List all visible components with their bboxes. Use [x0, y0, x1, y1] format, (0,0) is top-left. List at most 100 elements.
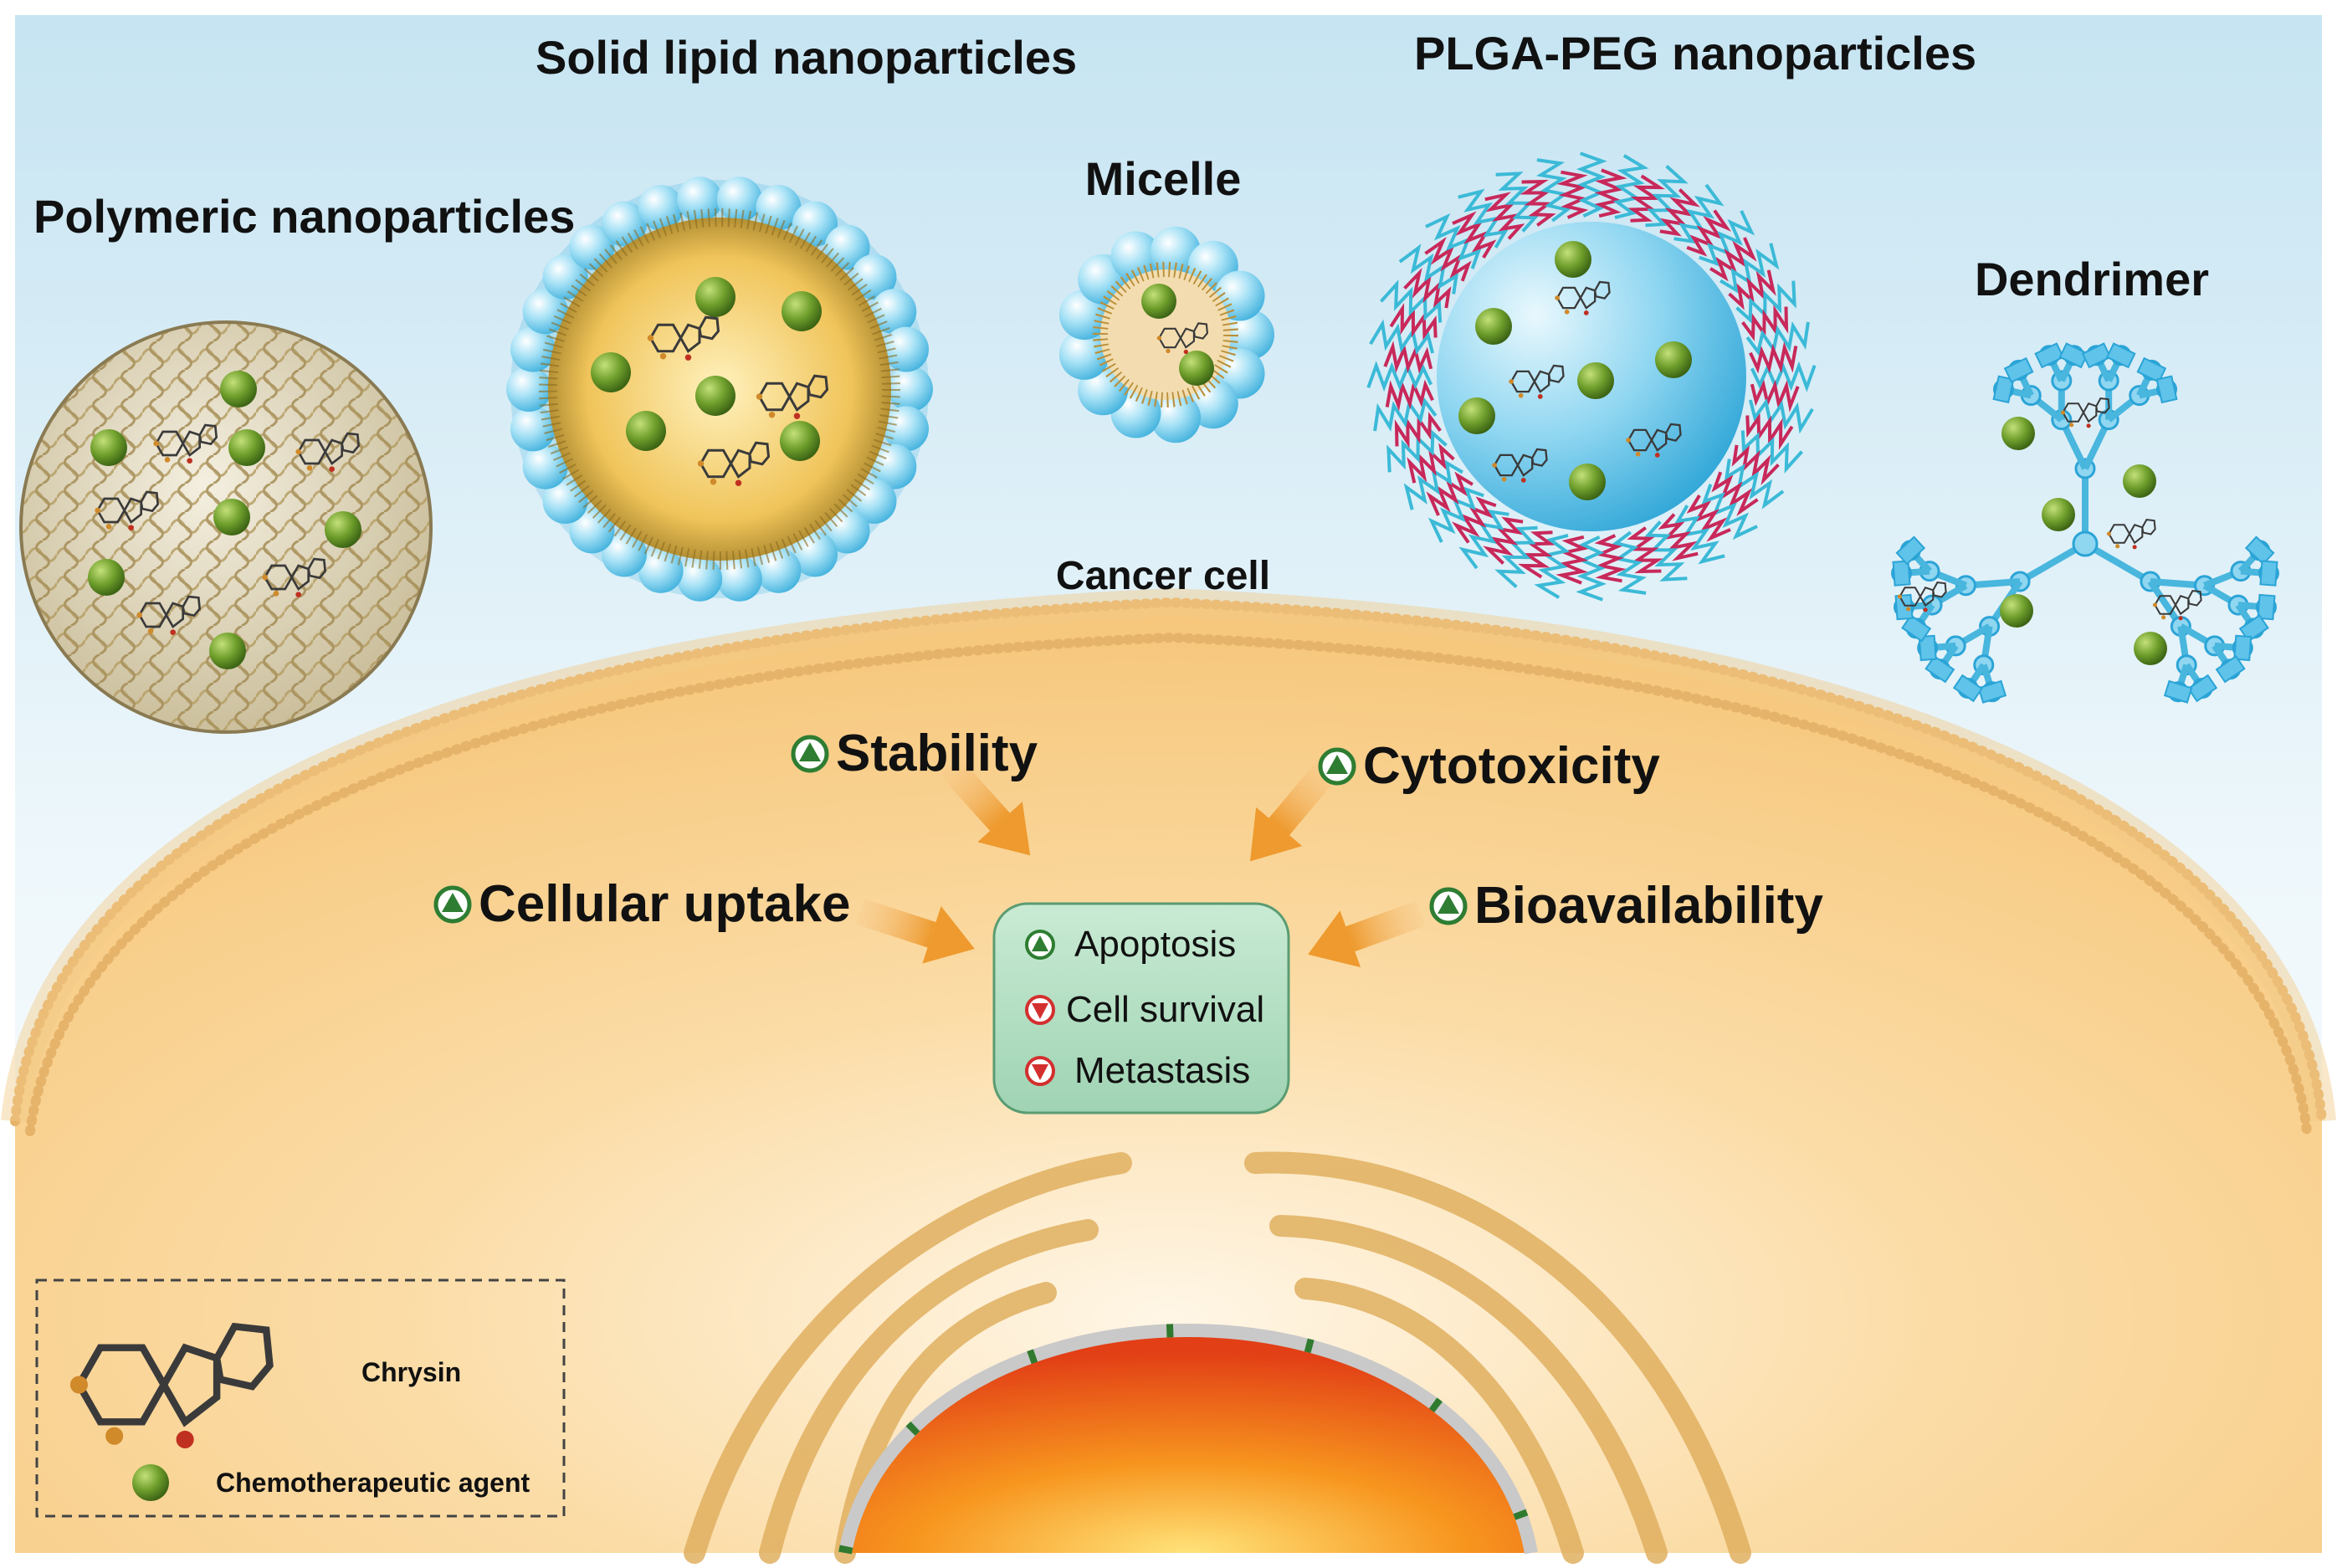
peg-chain — [1686, 494, 1731, 542]
membrane-band — [1, 587, 2336, 1123]
lipid-head — [884, 326, 930, 372]
dendrimer-terminal — [2257, 593, 2276, 621]
dendrimer-terminal — [2215, 654, 2246, 684]
peg-chain — [1749, 341, 1798, 374]
drug-sphere — [782, 291, 822, 331]
solid-lipid-nanoparticle — [506, 177, 933, 602]
peg-chain — [1458, 188, 1509, 249]
peg-chain — [1556, 170, 1589, 219]
peg-chain — [1403, 268, 1452, 309]
peg-chain — [1728, 269, 1776, 310]
effect-arrows — [855, 756, 1426, 968]
drug-sphere — [780, 421, 820, 461]
peg-chain — [1385, 379, 1434, 412]
dendrimer-terminal — [2136, 356, 2167, 383]
peg-chain — [1724, 459, 1785, 510]
dendrimer-terminal — [1892, 560, 1911, 587]
peg-chain — [1735, 280, 1796, 324]
dendrimer-terminal — [1918, 634, 1937, 662]
micelle-head — [1058, 329, 1110, 380]
drug-sphere — [1179, 351, 1214, 386]
lipid-head — [716, 556, 762, 602]
drug-sphere — [2000, 594, 2033, 628]
peg-chain — [1612, 154, 1649, 220]
outcome-apoptosis: Apoptosis — [1024, 924, 1236, 966]
peg-chain — [1366, 361, 1433, 392]
peg-chain — [1452, 211, 1497, 259]
lipid-head — [638, 185, 684, 231]
peg-chain — [1535, 158, 1571, 223]
dendrimer-terminal — [2081, 342, 2112, 369]
outcome-apoptosis-label: Apoptosis — [1074, 924, 1237, 965]
lipid-head — [542, 479, 588, 525]
peg-chain — [1658, 513, 1699, 561]
dendrimer-terminal — [2003, 356, 2034, 383]
lipid-head — [569, 508, 615, 554]
label-polymeric: Polymeric nanoparticles — [33, 190, 576, 243]
dendrimer-terminal — [2163, 679, 2193, 704]
lipid-head — [510, 406, 556, 452]
micelle-head — [1110, 231, 1161, 282]
peg-chain — [1709, 237, 1757, 282]
peg-chain — [1627, 526, 1663, 574]
peg-chain — [1719, 243, 1780, 294]
drug-sphere — [1475, 308, 1512, 345]
dendrimer-terminal — [2105, 342, 2136, 369]
peg-chain — [1383, 341, 1433, 374]
lipid-head — [716, 177, 762, 223]
lipid-head — [677, 177, 723, 223]
drug-sphere — [228, 429, 265, 466]
golgi-right — [1244, 1151, 1751, 1564]
peg-chain — [1745, 412, 1794, 451]
effect-cytotoxicity-label: Cytotoxicity — [1363, 737, 1660, 795]
lipid-head — [677, 556, 723, 602]
peg-chain — [1686, 209, 1732, 257]
dendrimer-terminal — [2058, 342, 2089, 369]
lipid-head — [756, 185, 802, 231]
peg-chain — [1386, 429, 1448, 473]
legend-chrysin-label: Chrysin — [361, 1357, 462, 1387]
dendrimer-terminal — [2259, 560, 2278, 587]
peg-chain — [1484, 192, 1525, 240]
peg-chain — [1674, 505, 1725, 565]
lipid-head — [522, 443, 568, 489]
dendrimer-terminal — [1901, 614, 1932, 643]
outcome-metastasis-label: Metastasis — [1074, 1050, 1251, 1091]
drug-sphere — [1141, 284, 1176, 319]
peg-chain — [1495, 172, 1539, 233]
drug-sphere — [695, 376, 735, 416]
arrow-stability — [939, 756, 1031, 856]
drug-sphere — [2123, 464, 2156, 498]
up-triangle-icon — [791, 735, 829, 772]
drug-sphere — [325, 511, 361, 548]
lipid-head — [851, 479, 897, 525]
outcome-metastasis: Metastasis — [1024, 1050, 1250, 1092]
membrane-outer — [10, 597, 2327, 1126]
micelle — [1058, 226, 1274, 443]
label-micelle: Micelle — [1084, 152, 1242, 205]
peg-chain — [1394, 412, 1442, 448]
arrow-cellular-uptake — [855, 899, 975, 964]
effect-bioavailability-label: Bioavailability — [1474, 877, 1823, 935]
effect-stability: Stability — [791, 724, 1038, 783]
lipid-head — [602, 201, 647, 247]
peg-chain — [1373, 397, 1438, 433]
lipid-head — [510, 326, 556, 372]
dendrimer-terminal — [2233, 634, 2252, 662]
drug-sphere — [1458, 397, 1495, 434]
up-triangle-icon — [433, 885, 472, 923]
peg-chain — [1389, 302, 1438, 341]
up-triangle-icon — [1025, 930, 1055, 960]
drug-sphere — [591, 352, 631, 392]
peg-chain — [1673, 183, 1725, 244]
drug-sphere — [1569, 464, 1606, 500]
peg-chain — [1425, 213, 1482, 269]
micelle-head — [1151, 392, 1202, 443]
drug-sphere — [1577, 362, 1614, 399]
drug-sphere — [2134, 632, 2167, 665]
lipid-head — [522, 289, 568, 335]
lipid-head — [792, 201, 838, 247]
peg-chain — [1534, 533, 1571, 599]
polymeric-nanoparticle — [19, 320, 433, 734]
